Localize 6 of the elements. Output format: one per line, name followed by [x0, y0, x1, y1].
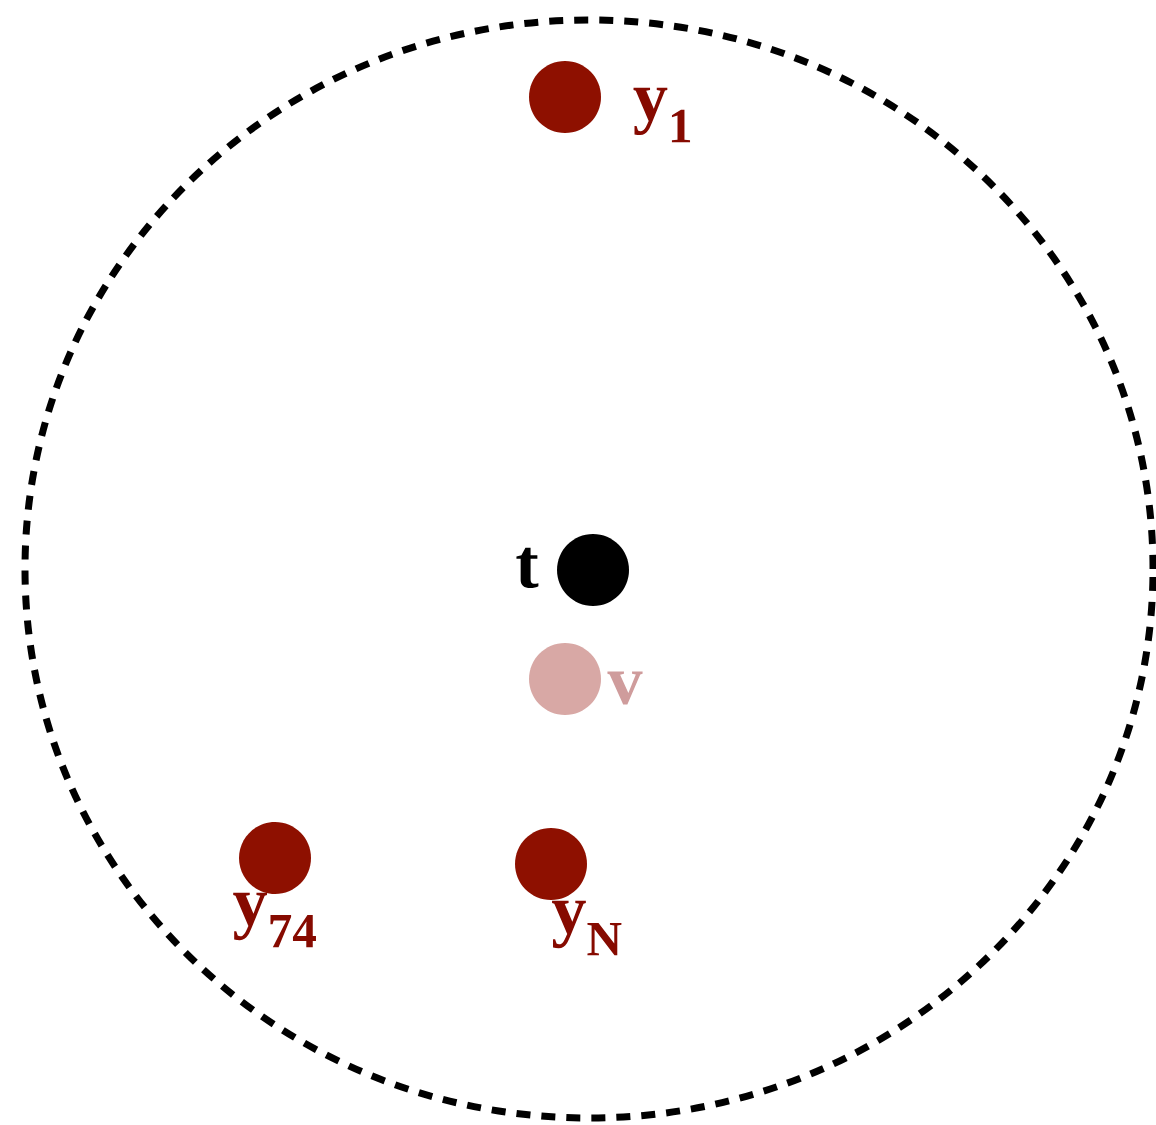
dot-label: t — [516, 547, 539, 589]
dot-label: y$_{74}$ — [233, 892, 316, 948]
dot-label: y$_{1}$ — [633, 87, 691, 143]
dot-label: v — [607, 671, 643, 705]
dashed-circle — [21, 16, 1156, 1122]
dot-label: y$_{N}$ — [552, 900, 622, 956]
